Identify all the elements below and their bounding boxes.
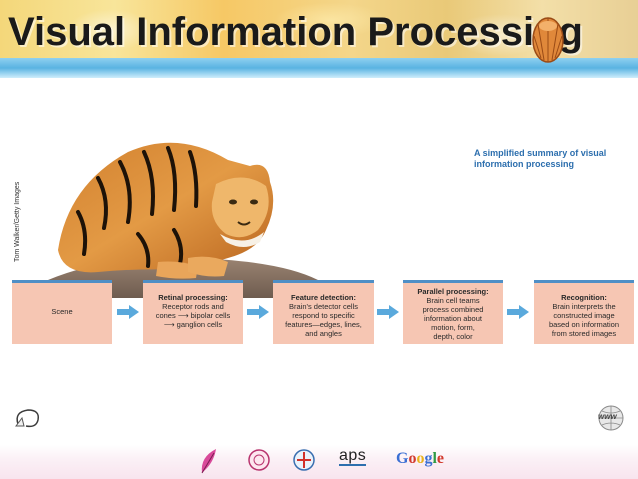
flow-box-head: Feature detection: [290,293,356,302]
flow-box-feature: Feature detection: Brain's detector cell… [273,280,374,344]
emblem-logo-icon [293,449,315,471]
flow-box-line: from stored images [551,329,617,338]
flow-box-line: constructed image [553,311,615,320]
caption-line: A simplified summary of visual [474,148,607,158]
flow-box-line: cones ⟶ bipolar cells [155,311,231,320]
arrow-right-icon [247,305,269,319]
flow-box-line: based on information [548,320,620,329]
seal-logo-icon [248,449,270,471]
shell-icon [532,17,564,63]
google-logo: Google [396,450,445,467]
back-swirl-icon[interactable] [12,404,44,432]
flow-box-line: features—edges, lines, [285,320,362,329]
header-banner: Visual Information Processing [0,0,638,78]
flow-box-head: Scene [51,307,73,316]
photo-credit: Tom Walker/Getty Images [14,181,21,262]
flow-box-line: ⟶ ganglion cells [163,320,223,329]
header-wave [0,58,638,78]
footer-bar [0,445,638,479]
flow-box-line: and angles [305,329,342,338]
feather-logo-icon [201,449,216,474]
flow-box-head: Parallel processing: [417,287,489,296]
flow-box-scene: Scene [12,280,112,344]
figure-caption: A simplified summary of visual informati… [474,148,634,170]
caption-line: information processing [474,159,575,169]
flow-box-line: depth, color [433,332,473,341]
flow-box-line: Brain's detector cells [289,302,358,311]
flow-box-line: Receptor rods and [162,302,224,311]
flow-box-line: Brain interprets the [552,302,616,311]
tiger-photo [48,142,318,298]
slide-title: Visual Information Processing [8,10,583,54]
flow-box-head: Retinal processing: [158,293,228,302]
flow-box-parallel: Parallel processing: Brain cell teams pr… [403,280,503,344]
flow-box-line: information about [424,314,482,323]
flow-box-line: respond to specific [292,311,355,320]
flow-box-line: Brain cell teams [426,296,480,305]
arrow-right-icon [117,305,139,319]
flow-box-line: process combined [422,305,484,314]
flow-box-retinal: Retinal processing: Receptor rods and co… [143,280,243,344]
www-globe-icon[interactable]: www [596,404,626,437]
flow-box-head: Recognition: [561,293,607,302]
arrow-right-icon [377,305,399,319]
flow-box-line: motion, form, [431,323,475,332]
flow-box-recognition: Recognition: Brain interprets the constr… [534,280,634,344]
arrow-right-icon [507,305,529,319]
aps-logo: aps [339,447,367,466]
www-label: www [598,412,617,421]
